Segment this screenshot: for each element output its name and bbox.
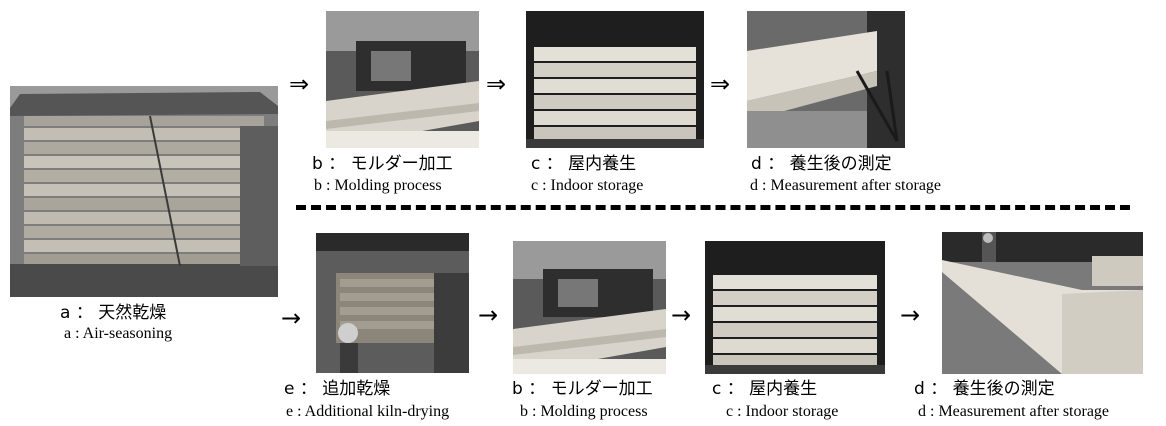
caption-en-kiln-drying: e : Additional kiln-drying <box>286 403 450 420</box>
caption-en-measurement-top: d : Measurement after storage <box>750 177 942 194</box>
dashed-divider <box>296 205 1130 210</box>
photo-molding-bottom <box>513 241 666 374</box>
caption-jp-indoor-storage-top: c ： 屋内養生 <box>531 154 637 174</box>
single-arrow-1: → <box>281 304 302 332</box>
caption-jp-kiln-drying: e ： 追加乾燥 <box>284 379 391 399</box>
double-arrow-1: ⇒ <box>289 70 310 98</box>
single-arrow-3: → <box>671 301 692 329</box>
photo-indoor-storage-bottom <box>705 241 885 374</box>
caption-en-indoor-storage-top: c : Indoor storage <box>531 177 644 194</box>
caption-en-molding-bottom: b : Molding process <box>520 403 648 420</box>
caption-en-measurement-bottom: d : Measurement after storage <box>918 403 1110 420</box>
caption-jp-measurement-top: d ： 養生後の測定 <box>751 154 892 174</box>
photo-indoor-storage-top <box>526 11 704 148</box>
photo-molding-top <box>326 11 479 148</box>
caption-jp-air-seasoning: a ： 天然乾燥 <box>60 303 167 323</box>
caption-jp-molding-top: b ： モルダー加工 <box>312 154 453 174</box>
caption-en-air-seasoning: a : Air-seasoning <box>64 325 173 342</box>
photo-air-seasoning <box>10 86 278 297</box>
caption-jp-indoor-storage-bottom: c ： 屋内養生 <box>712 379 818 399</box>
caption-en-indoor-storage-bottom: c : Indoor storage <box>726 403 839 420</box>
caption-en-molding-top: b : Molding process <box>314 177 442 194</box>
caption-jp-measurement-bottom: d ： 養生後の測定 <box>914 379 1055 399</box>
double-arrow-2: ⇒ <box>486 70 507 98</box>
photo-kiln-drying <box>316 233 469 373</box>
double-arrow-3: ⇒ <box>710 70 731 98</box>
photo-measurement-top <box>747 11 905 148</box>
photo-measurement-bottom <box>942 232 1143 374</box>
caption-jp-molding-bottom: b ： モルダー加工 <box>512 379 653 399</box>
single-arrow-4: → <box>900 301 921 329</box>
single-arrow-2: → <box>478 301 499 329</box>
